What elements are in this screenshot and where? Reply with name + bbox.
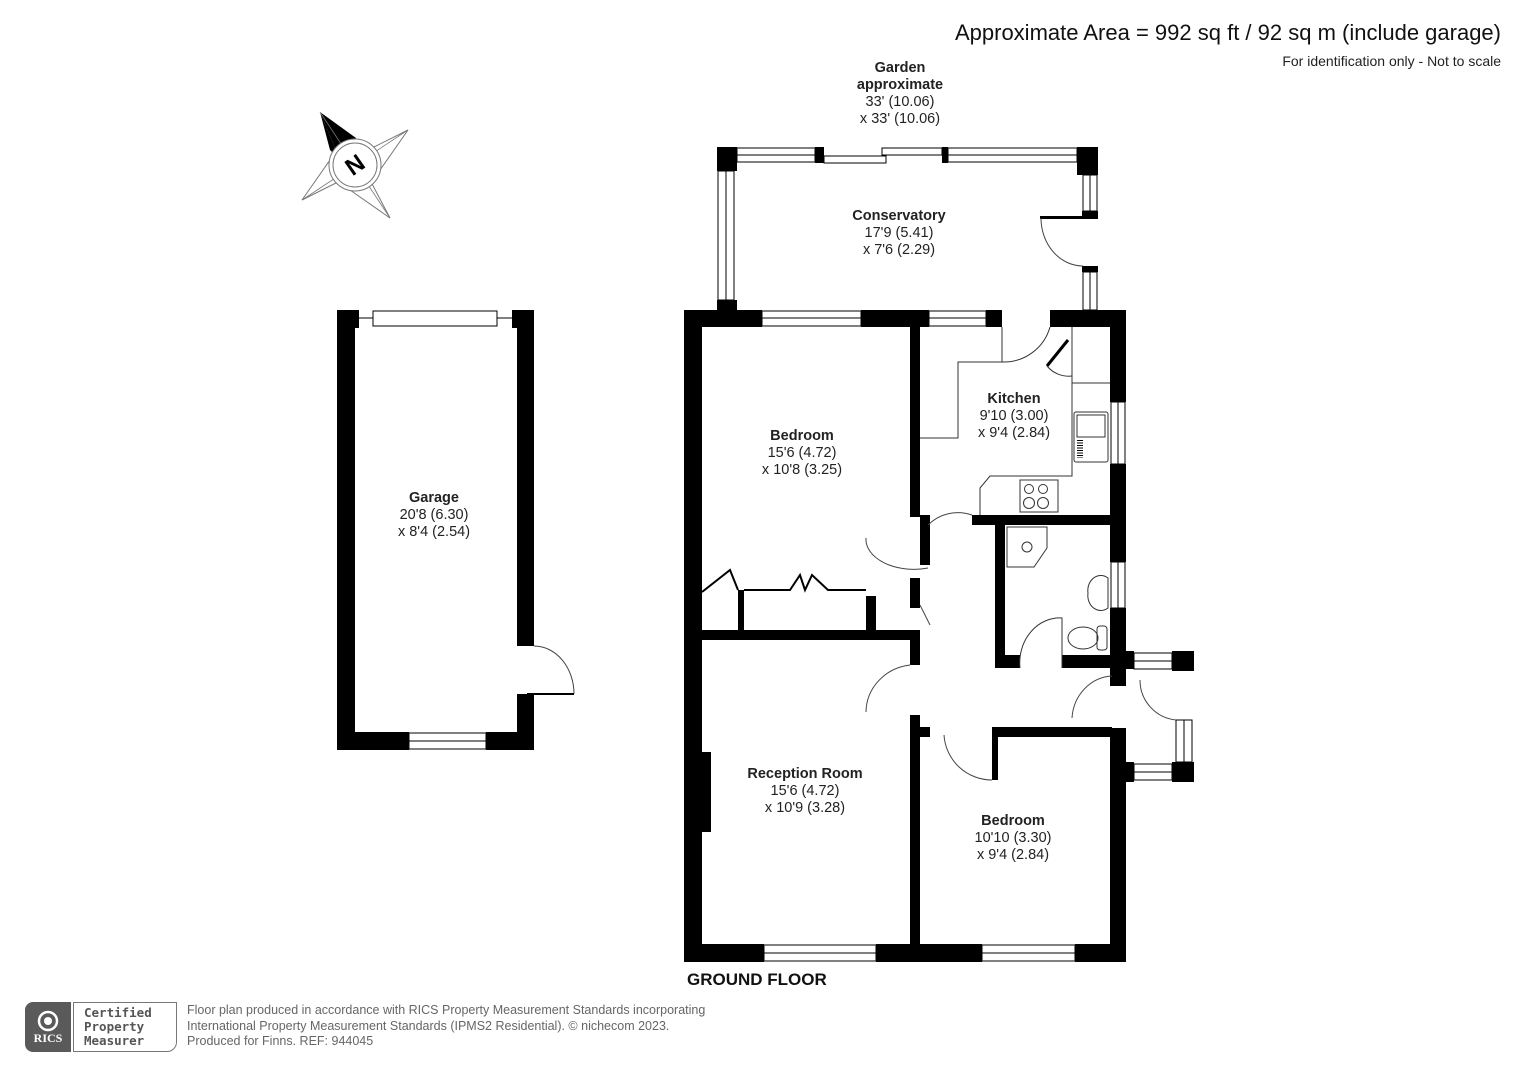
bathroom-fittings [1006,526,1109,669]
house-walls [684,310,1194,962]
room-dim-2: x 33' (10.06) [859,111,941,127]
house-windows [761,310,1193,962]
conservatory-door-swing [1040,217,1084,267]
conservatory-windows [717,147,1098,311]
north-compass-icon: N [301,111,409,219]
room-dim-2: x 10'9 (3.28) [764,800,846,816]
conservatory-walls [717,147,1098,312]
room-dim-2: x 10'8 (3.25) [761,462,843,478]
badge-text: Certified Property Measurer [84,1005,152,1048]
room-label-kitchen: Kitchen 9'10 (3.00) x 9'4 (2.84) [978,391,1050,442]
footer-line-1: Floor plan produced in accordance with R… [187,1003,706,1017]
lion-icon [37,1010,59,1032]
room-dim-1: 17'9 (5.41) [864,225,934,241]
room-name: Reception Room [747,766,863,782]
floor-label: GROUND FLOOR [687,970,827,989]
room-label-bedroom-2: Bedroom 10'10 (3.30) x 9'4 (2.84) [975,813,1052,864]
room-name: Kitchen [987,391,1041,407]
certified-property-measurer-label: Certified Property Measurer [73,1002,177,1052]
kitchen-fittings [920,326,1110,515]
room-name: Garage [409,490,459,506]
footer-disclaimer: Floor plan produced in accordance with R… [187,1003,705,1050]
room-name-2: approximate [856,77,944,93]
footer-line-2: International Property Measurement Stand… [187,1018,670,1033]
room-dim-2: x 8'4 (2.54) [397,524,471,540]
room-label-garden: Garden approximate 33' (10.06) x 33' (10… [857,60,943,128]
garage-walls [337,310,534,750]
room-name: Conservatory [852,208,946,224]
rics-certified-badge: RICS Certified Property Measurer [25,1002,177,1052]
rics-brand: RICS [33,1031,63,1045]
room-name: Garden [874,60,926,76]
scale-disclaimer: For identification only - Not to scale [1282,53,1501,69]
room-dim-1: 15'6 (4.72) [770,783,840,799]
garage-door [527,645,575,695]
room-name: Bedroom [981,813,1045,829]
room-label-reception-room: Reception Room 15'6 (4.72) x 10'9 (3.28) [747,766,862,817]
room-label-bedroom-1: Bedroom 15'6 (4.72) x 10'8 (3.25) [762,428,842,479]
room-name: Bedroom [770,428,834,444]
footer-line-3: Produced for Finns. REF: 944045 [187,1034,374,1048]
room-dim-2: x 9'4 (2.84) [976,847,1050,863]
room-dim-2: x 9'4 (2.84) [977,425,1051,441]
room-label-conservatory: Conservatory 17'9 (5.41) x 7'6 (2.29) [852,208,945,259]
room-dim-1: 10'10 (3.30) [974,830,1052,846]
door-swings [701,512,1177,781]
approximate-area-title: Approximate Area = 992 sq ft / 92 sq m (… [954,20,1501,45]
room-dim-1: 9'10 (3.00) [979,408,1049,424]
garage-windows [359,310,512,750]
room-dim-1: 33' (10.06) [865,94,935,110]
room-dim-1: 15'6 (4.72) [767,445,837,461]
room-label-garage: Garage 20'8 (6.30) x 8'4 (2.54) [398,490,470,541]
room-dim-2: x 7'6 (2.29) [862,242,936,258]
rics-logo: RICS [25,1002,71,1052]
room-dim-1: 20'8 (6.30) [399,507,469,523]
